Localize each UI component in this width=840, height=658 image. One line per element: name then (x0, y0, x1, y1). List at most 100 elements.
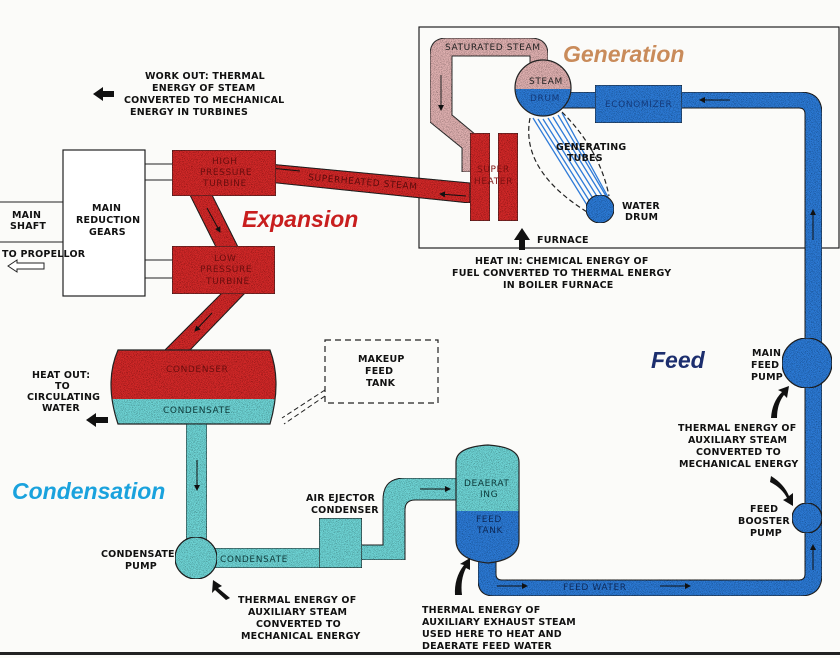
svg-text:CONVERTED TO: CONVERTED TO (696, 447, 781, 458)
svg-text:THERMAL ENERGY OF: THERMAL ENERGY OF (238, 595, 356, 606)
lp-turbine-label-2: PRESSURE (200, 265, 252, 275)
condensate-pump-label-1: CONDENSATE (101, 549, 175, 560)
generating-tubes-label-1: GENERATING (556, 142, 626, 153)
main-reduction-gears (62, 149, 146, 297)
svg-text:IN BOILER FURNACE: IN BOILER FURNACE (503, 280, 614, 291)
condenser-condensate-label: CONDENSATE (163, 406, 231, 416)
svg-text:AUXILIARY EXHAUST STEAM: AUXILIARY EXHAUST STEAM (422, 617, 576, 628)
air-ejector-label-2: CONDENSER (311, 505, 379, 516)
svg-text:THERMAL ENERGY OF: THERMAL ENERGY OF (422, 605, 540, 616)
feed-water-label: FEED WATER (563, 583, 627, 593)
work-out-annotation: WORK OUT: THERMAL ENERGY OF STEAM CONVER… (124, 71, 284, 118)
stage-condensation-label: Condensation (12, 478, 165, 504)
lp-to-condenser-pipe (163, 292, 247, 351)
feed-tank-label-2: TANK (476, 526, 503, 536)
propellor-arrow (7, 259, 45, 273)
svg-text:MECHANICAL ENERGY: MECHANICAL ENERGY (241, 631, 361, 642)
condensate-pump-energy-arrow (212, 580, 230, 600)
hp-turbine-label-3: TURBINE (202, 179, 247, 189)
makeup-feed-tank-label-1: MAKEUP (358, 354, 405, 365)
generating-tubes (532, 112, 609, 206)
water-drum-label-1: WATER (622, 201, 660, 212)
feed-booster-pump (791, 502, 823, 534)
saturated-steam-label: SATURATED STEAM (445, 43, 541, 53)
tube-bank-outline (528, 111, 610, 213)
water-drum-label-2: DRUM (625, 212, 658, 223)
svg-text:CONVERTED TO: CONVERTED TO (256, 619, 341, 630)
main-feed-pump-label-1: MAIN (752, 348, 781, 359)
svg-text:HEAT IN: CHEMICAL ENERGY OF: HEAT IN: CHEMICAL ENERGY OF (475, 256, 649, 267)
gears-label-3: GEARS (89, 227, 126, 238)
svg-text:AUXILIARY STEAM: AUXILIARY STEAM (688, 435, 787, 446)
condensate-pump-annotation: THERMAL ENERGY OF AUXILIARY STEAM CONVER… (238, 595, 361, 642)
svg-text:CONVERTED TO MECHANICAL: CONVERTED TO MECHANICAL (124, 95, 284, 106)
makeup-feed-tank-label-3: TANK (366, 378, 396, 389)
heat-out-annotation: HEAT OUT: TO CIRCULATING WATER (27, 370, 100, 414)
superheater-right (497, 132, 519, 222)
svg-text:MECHANICAL ENERGY: MECHANICAL ENERGY (679, 459, 799, 470)
stage-generation-label: Generation (563, 41, 684, 67)
main-feed-pump-label-3: PUMP (751, 372, 783, 383)
heat-in-arrow (514, 228, 530, 250)
condensate-pipes (185, 423, 461, 569)
superheater-label-2: HEATER (474, 177, 513, 187)
air-ejector-condenser (318, 517, 363, 569)
air-ejector-label-1: AIR EJECTOR (306, 493, 376, 504)
svg-text:FUEL CONVERTED TO THERMAL ENER: FUEL CONVERTED TO THERMAL ENERGY (452, 268, 671, 279)
condensate-pump (174, 536, 218, 580)
boiler-enclosure (418, 26, 840, 249)
furnace-label: FURNACE (537, 235, 589, 246)
hp-turbine-label-2: PRESSURE (200, 168, 252, 178)
svg-text:HEAT OUT:: HEAT OUT: (32, 370, 90, 381)
superheater-label-1: SUPER (477, 165, 510, 175)
economizer (594, 84, 683, 124)
deaerating-label-1: DEAERAT (464, 479, 510, 489)
feed-booster-label-1: FEED (750, 504, 778, 515)
hp-turbine (171, 149, 277, 197)
makeup-feed-tank (324, 339, 439, 404)
lp-turbine-label-1: LOW (214, 254, 236, 264)
economizer-label: ECONOMIZER (605, 100, 672, 110)
work-out-arrow (93, 87, 114, 101)
bottom-border (0, 652, 840, 655)
condensate-pump-label-2: PUMP (125, 561, 157, 572)
svg-text:CIRCULATING: CIRCULATING (27, 392, 100, 403)
svg-text:THERMAL ENERGY OF: THERMAL ENERGY OF (678, 423, 796, 434)
saturated-steam-pipe (429, 37, 549, 173)
to-propellor-label: TO PROPELLOR (2, 249, 86, 260)
lp-turbine (171, 245, 276, 295)
feed-tank-label-1: FEED (476, 515, 502, 525)
condenser-label: CONDENSER (166, 365, 229, 375)
svg-text:WORK OUT: THERMAL: WORK OUT: THERMAL (145, 71, 265, 82)
stage-feed-label: Feed (651, 347, 706, 373)
stage-expansion-label: Expansion (242, 206, 358, 232)
steam-drum (514, 59, 572, 117)
gears-label-2: REDUCTION (76, 215, 140, 226)
main-shaft-label-2: SHAFT (10, 221, 46, 232)
gears-label-1: MAIN (92, 203, 121, 214)
main-shaft-label-1: MAIN (12, 210, 41, 221)
heat-out-arrow (86, 413, 108, 427)
main-feed-pump-label-2: FEED (751, 360, 779, 371)
hp-turbine-label-1: HIGH (212, 157, 238, 167)
feed-booster-label-3: PUMP (750, 528, 782, 539)
svg-text:ENERGY OF STEAM: ENERGY OF STEAM (152, 83, 256, 94)
feed-booster-energy-arrow (770, 476, 793, 506)
deaerating-label-2: ING (480, 490, 498, 500)
deaerating-feed-tank (455, 444, 520, 564)
svg-text:AUXILIARY STEAM: AUXILIARY STEAM (248, 607, 347, 618)
main-feed-energy-arrow (771, 386, 789, 418)
steam-drum-bottom-label: DRUM (530, 94, 560, 104)
condensate-pipe-label: CONDENSATE (220, 555, 288, 565)
svg-text:DEAERATE FEED WATER: DEAERATE FEED WATER (422, 641, 552, 652)
aux-exhaust-arrow (454, 558, 470, 595)
steam-drum-top-label: STEAM (529, 77, 563, 87)
makeup-feed-tank-label-2: FEED (365, 366, 393, 377)
main-feed-pump-annotation: THERMAL ENERGY OF AUXILIARY STEAM CONVER… (678, 423, 799, 470)
feed-booster-label-2: BOOSTER (738, 516, 790, 527)
superheater-left (469, 132, 491, 222)
aux-exhaust-annotation: THERMAL ENERGY OF AUXILIARY EXHAUST STEA… (422, 605, 576, 652)
main-feed-pump (781, 337, 833, 389)
svg-text:TO: TO (55, 381, 70, 392)
svg-text:WATER: WATER (42, 403, 80, 414)
